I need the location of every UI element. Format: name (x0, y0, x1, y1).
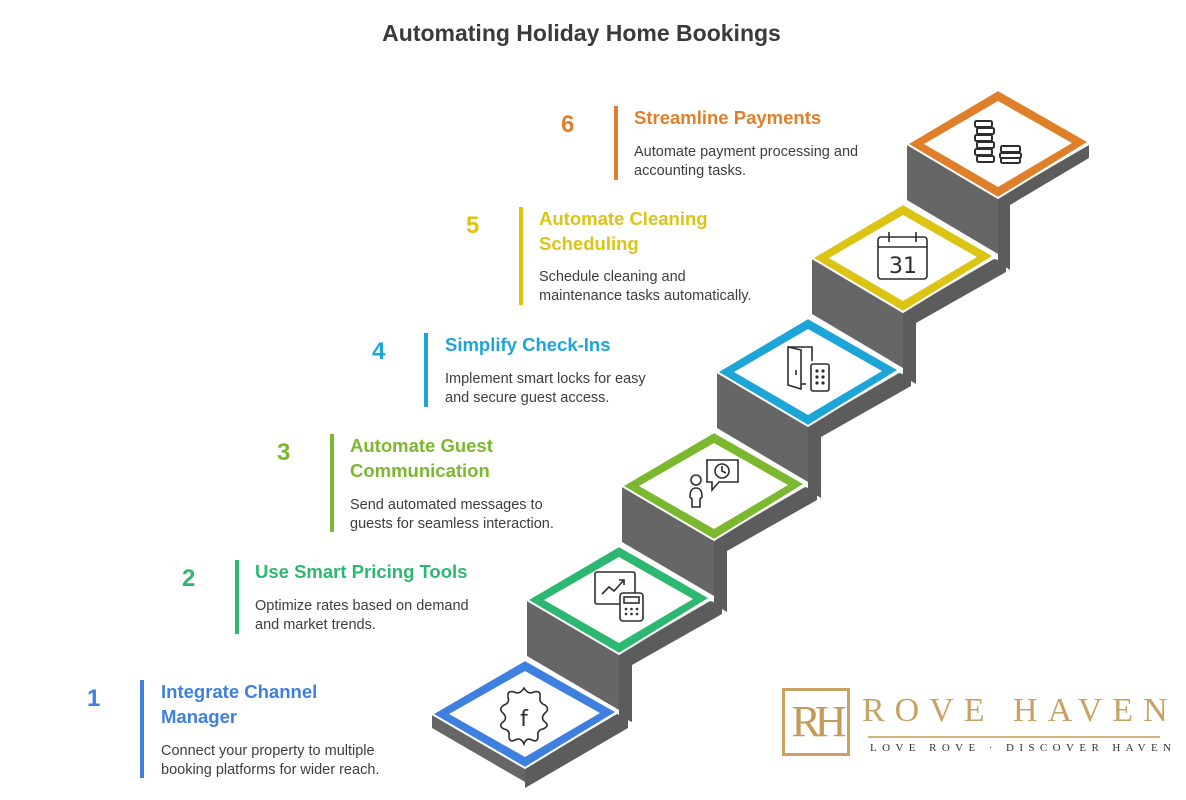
step-5-desc-line1: Schedule cleaning and (539, 269, 686, 285)
step-6-platform (905, 88, 1091, 200)
logo-divider (868, 736, 1160, 738)
step-4-platform (715, 316, 901, 428)
step-1-title-line1: Integrate Channel (161, 681, 318, 702)
step-3-desc-line1: Send automated messages to (350, 497, 543, 513)
step-1-bar (140, 680, 144, 778)
step-3-bar (330, 434, 334, 532)
page-title: Automating Holiday Home Bookings (382, 20, 781, 46)
logo-tagline: LOVE ROVE · DISCOVER HAVEN (870, 742, 1177, 754)
step-3-title-line1: Automate Guest (350, 435, 493, 456)
coin-stacks-icon (974, 120, 1022, 164)
step-5-title-line2: Scheduling (539, 233, 639, 254)
step-4-title: Simplify Check-Ins (445, 334, 611, 355)
step-4-desc-line1: Implement smart locks for easy (445, 371, 646, 387)
step-2-number: 2 (182, 565, 196, 592)
channel-manager-gear-f-icon: f (499, 686, 549, 747)
step-6-bar (614, 106, 618, 180)
logo-monogram-frame (782, 688, 850, 756)
step-6-number: 6 (561, 111, 575, 138)
step-4-number: 4 (372, 338, 386, 365)
step-3-number: 3 (277, 439, 291, 466)
step-6-title: Streamline Payments (634, 107, 822, 128)
person-message-clock-icon (689, 459, 739, 508)
step-6-desc-line1: Automate payment processing and (634, 144, 859, 160)
step-2-bar (235, 560, 239, 634)
pricing-chart-calculator-icon (594, 571, 644, 622)
step-1-desc-line1: Connect your property to multiple (161, 743, 375, 759)
svg-text:f: f (520, 707, 529, 732)
step-5-desc-line2: maintenance tasks automatically. (539, 288, 752, 304)
calendar-31-icon: 31 (877, 232, 928, 280)
step-5-title-line1: Automate Cleaning (539, 208, 708, 229)
step-2-desc-line2: and market trends. (255, 617, 376, 633)
step-3-desc-line2: guests for seamless interaction. (350, 516, 554, 532)
step-5-number: 5 (466, 212, 480, 239)
step-4-desc-line2: and secure guest access. (445, 390, 610, 406)
step-3-title-line2: Communication (350, 460, 490, 481)
stair-body (432, 144, 1089, 788)
step-1-title-line2: Manager (161, 706, 238, 727)
step-6-desc-line2: accounting tasks. (634, 163, 747, 179)
svg-text:31: 31 (889, 254, 917, 279)
logo-monogram: RH (791, 697, 846, 746)
door-smart-lock-icon (787, 345, 830, 392)
step-3-platform (620, 430, 807, 542)
step-5-bar (519, 207, 523, 305)
step-2-desc-line1: Optimize rates based on demand (255, 598, 469, 614)
step-2-title: Use Smart Pricing Tools (255, 561, 468, 582)
step-4-bar (424, 333, 428, 407)
step-1-number: 1 (87, 685, 101, 712)
step-1-desc-line2: booking platforms for wider reach. (161, 762, 380, 778)
logo-brand-name: ROVE HAVEN (862, 692, 1178, 729)
